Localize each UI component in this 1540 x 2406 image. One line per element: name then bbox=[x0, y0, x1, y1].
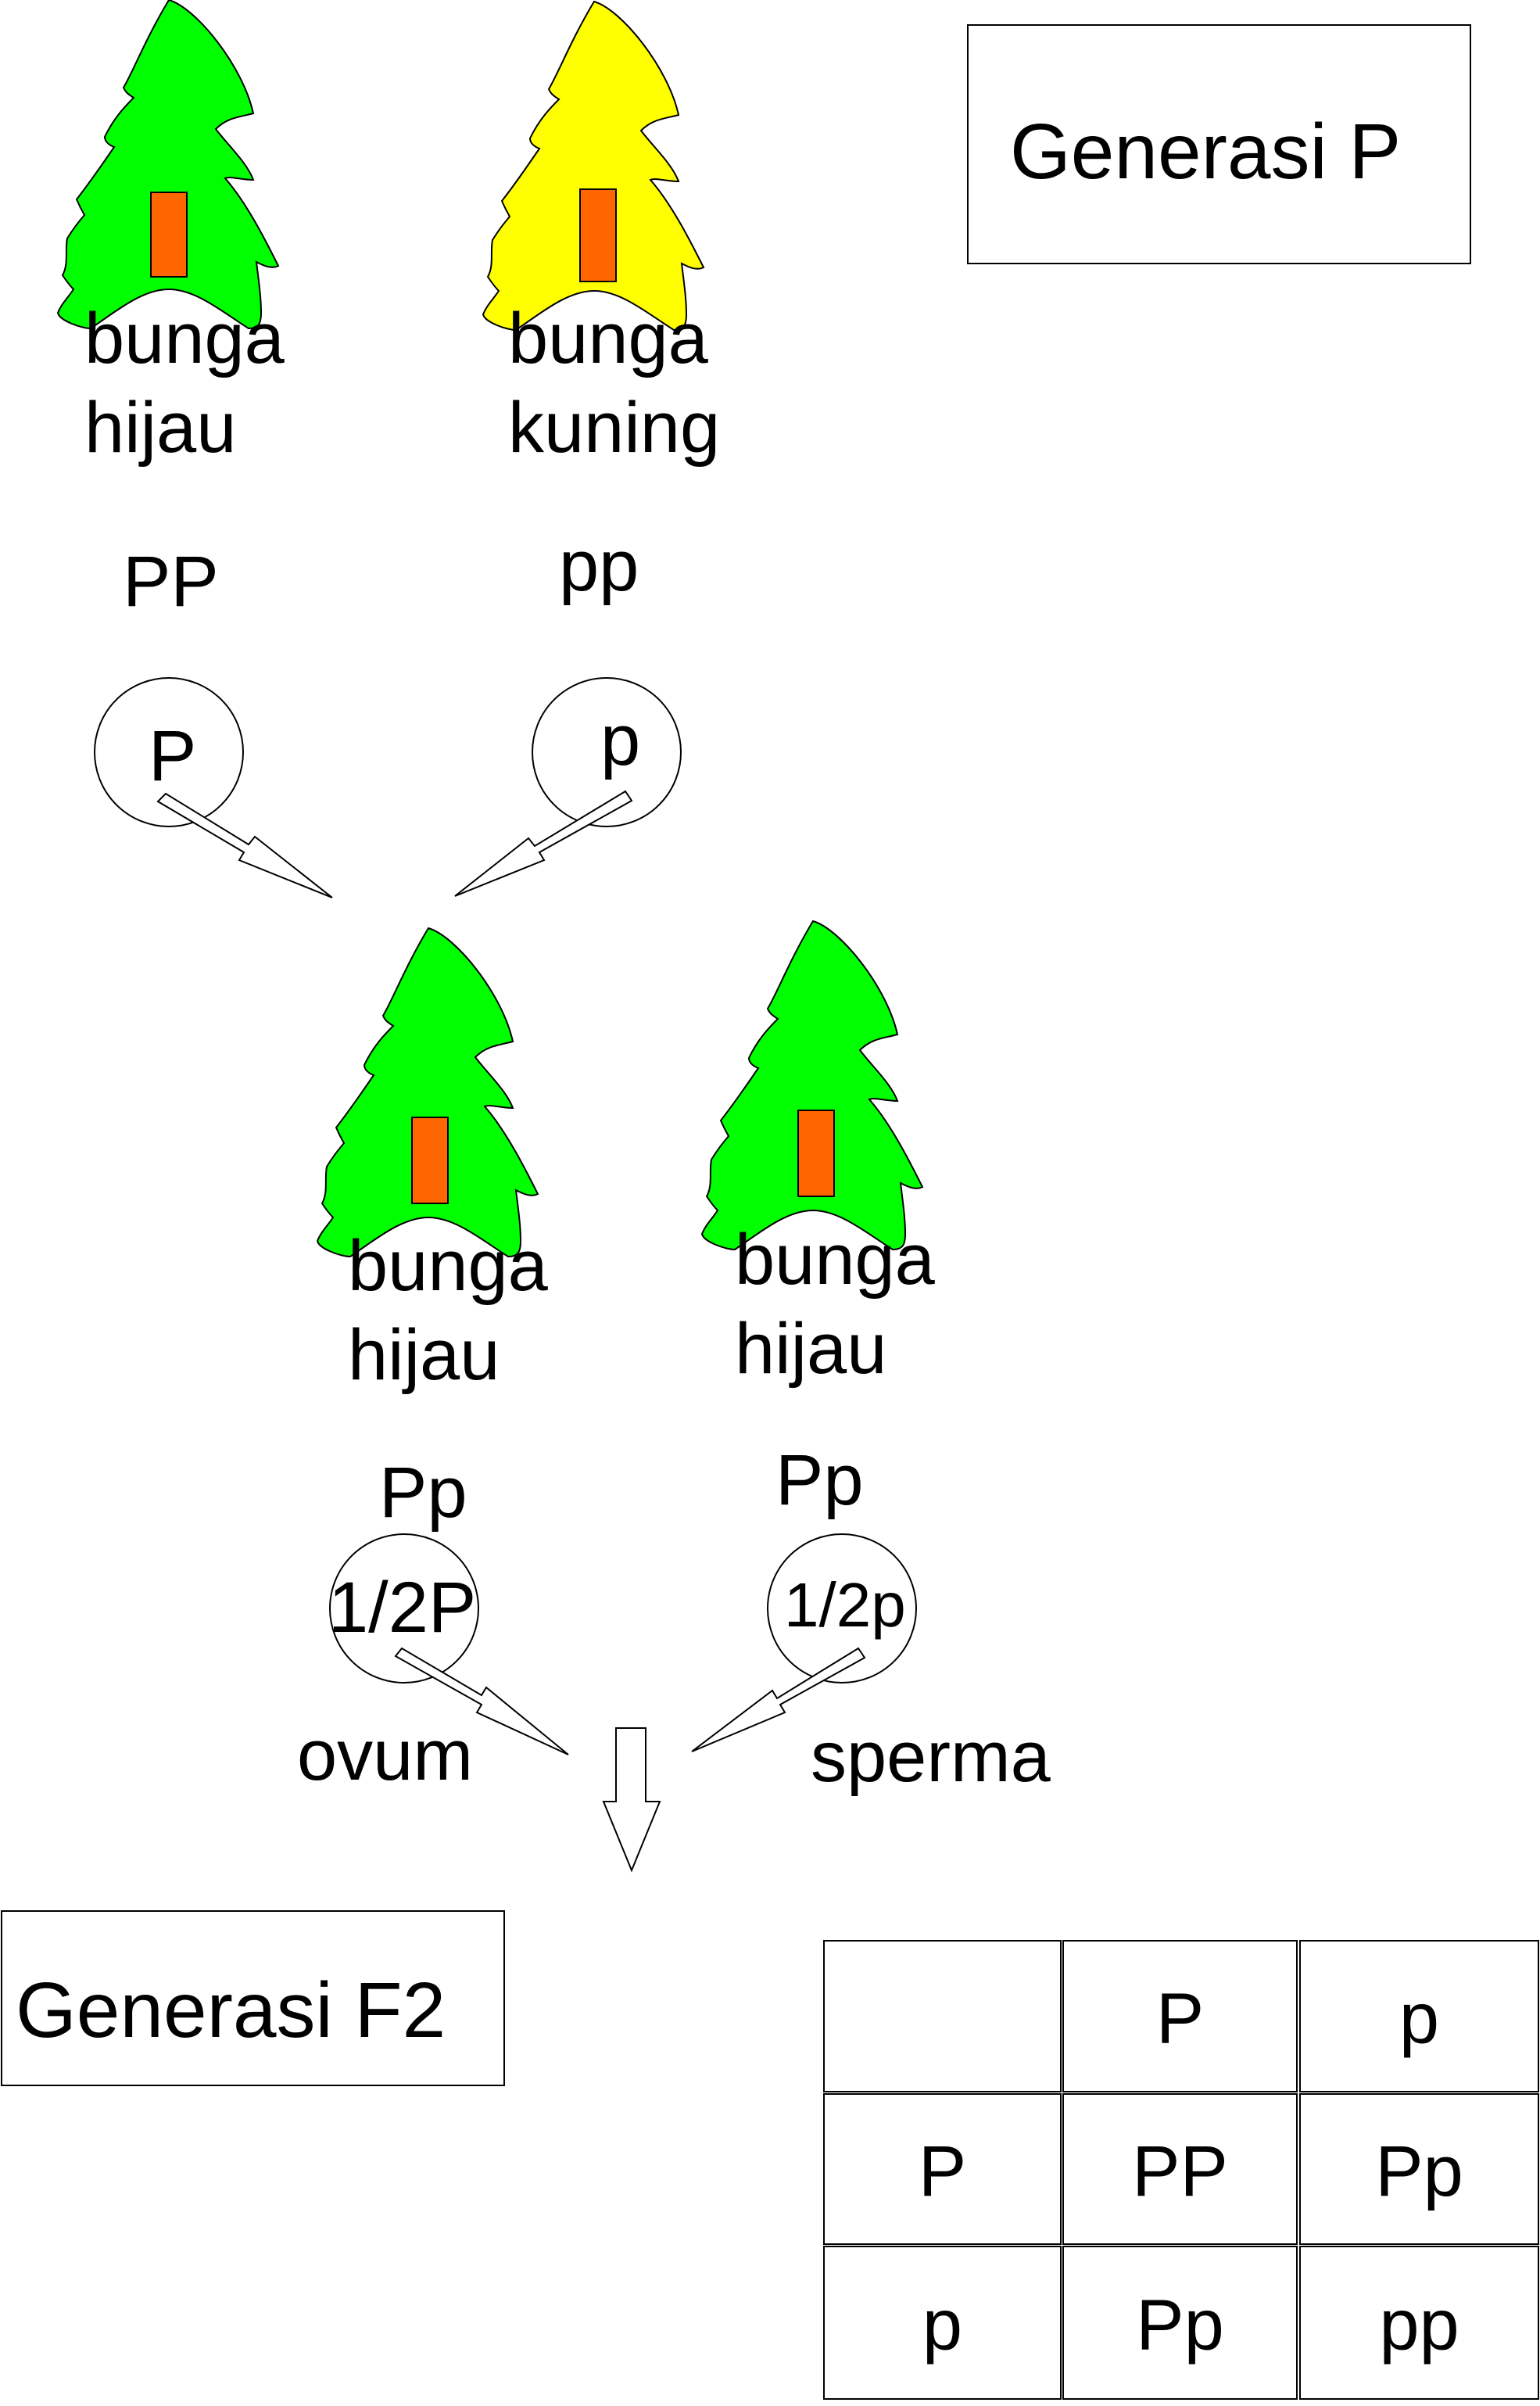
tree-trunk bbox=[579, 188, 617, 282]
down-arrow-icon bbox=[602, 1727, 661, 1873]
punnett-cell-label: p bbox=[922, 2286, 962, 2365]
ovum-label: ovum bbox=[297, 1716, 473, 1795]
offspring-2-gamete: 1/2p bbox=[784, 1570, 906, 1640]
gamete-circle-icon bbox=[329, 1533, 479, 1683]
punnett-cell bbox=[1299, 2246, 1539, 2400]
parent-1-line1: bunga bbox=[84, 299, 285, 378]
parent-tree-yellow bbox=[482, 1, 704, 331]
punnett-cell-label: pp bbox=[1379, 2286, 1459, 2365]
punnett-cell bbox=[1062, 2246, 1298, 2400]
parent-2-gamete: p bbox=[600, 701, 640, 780]
arrow-icon bbox=[691, 1647, 866, 1752]
punnett-cell-label: Pp bbox=[1375, 2132, 1463, 2211]
punnett-cell-label: Pp bbox=[1136, 2286, 1224, 2365]
offspring-1-genotype: Pp bbox=[379, 1453, 467, 1533]
parent-1-gamete: P bbox=[149, 716, 196, 796]
punnett-cell bbox=[1299, 2093, 1539, 2245]
generasi-p-label: Generasi P bbox=[1010, 108, 1401, 195]
parent-1-genotype: PP bbox=[123, 542, 219, 622]
offspring-tree-2 bbox=[701, 920, 923, 1250]
tree-icon bbox=[701, 920, 923, 1250]
sperma-label: sperma bbox=[811, 1717, 1051, 1797]
punnett-cell bbox=[823, 1940, 1062, 2092]
offspring-2-line2: hijau bbox=[735, 1309, 886, 1389]
punnett-cell bbox=[1299, 1940, 1539, 2092]
offspring-tree-1 bbox=[317, 927, 539, 1257]
punnett-cell bbox=[823, 2246, 1062, 2400]
tree-trunk bbox=[411, 1117, 449, 1204]
tree-trunk bbox=[150, 192, 188, 278]
tree-icon bbox=[317, 927, 539, 1257]
punnett-cell-label: P bbox=[919, 2132, 966, 2211]
parent-2-line1: bunga bbox=[508, 299, 709, 378]
parent-2-line2: kuning bbox=[508, 388, 720, 468]
tree-icon bbox=[57, 0, 279, 329]
gamete-circle-icon bbox=[532, 677, 682, 827]
generasi-f2-label: Generasi F2 bbox=[16, 1967, 446, 2054]
generasi-p-box: Generasi P bbox=[967, 24, 1471, 264]
arrow-icon bbox=[156, 792, 333, 898]
punnett-header-label: P bbox=[1156, 1979, 1204, 2059]
arrow-icon bbox=[394, 1647, 569, 1755]
punnett-cell bbox=[1062, 2093, 1298, 2245]
parent-2-genotype: pp bbox=[559, 526, 639, 606]
parent-tree-green bbox=[57, 0, 279, 329]
offspring-1-line2: hijau bbox=[348, 1315, 500, 1395]
offspring-2-genotype: Pp bbox=[775, 1440, 864, 1520]
gamete-circle-icon bbox=[767, 1533, 917, 1683]
arrow-icon bbox=[454, 790, 633, 897]
gamete-circle-icon bbox=[94, 677, 244, 827]
punnett-cell bbox=[1062, 1940, 1298, 2092]
punnett-cell-label: PP bbox=[1132, 2132, 1228, 2211]
punnett-cell bbox=[823, 2093, 1062, 2245]
punnett-header-label: p bbox=[1399, 1979, 1439, 2059]
tree-trunk bbox=[797, 1110, 835, 1197]
parent-1-line2: hijau bbox=[84, 388, 236, 468]
generasi-f2-box: Generasi F2 bbox=[1, 1910, 505, 2086]
offspring-1-gamete: 1/2P bbox=[328, 1568, 476, 1648]
offspring-2-line1: bunga bbox=[735, 1220, 936, 1300]
offspring-1-line1: bunga bbox=[348, 1226, 549, 1306]
